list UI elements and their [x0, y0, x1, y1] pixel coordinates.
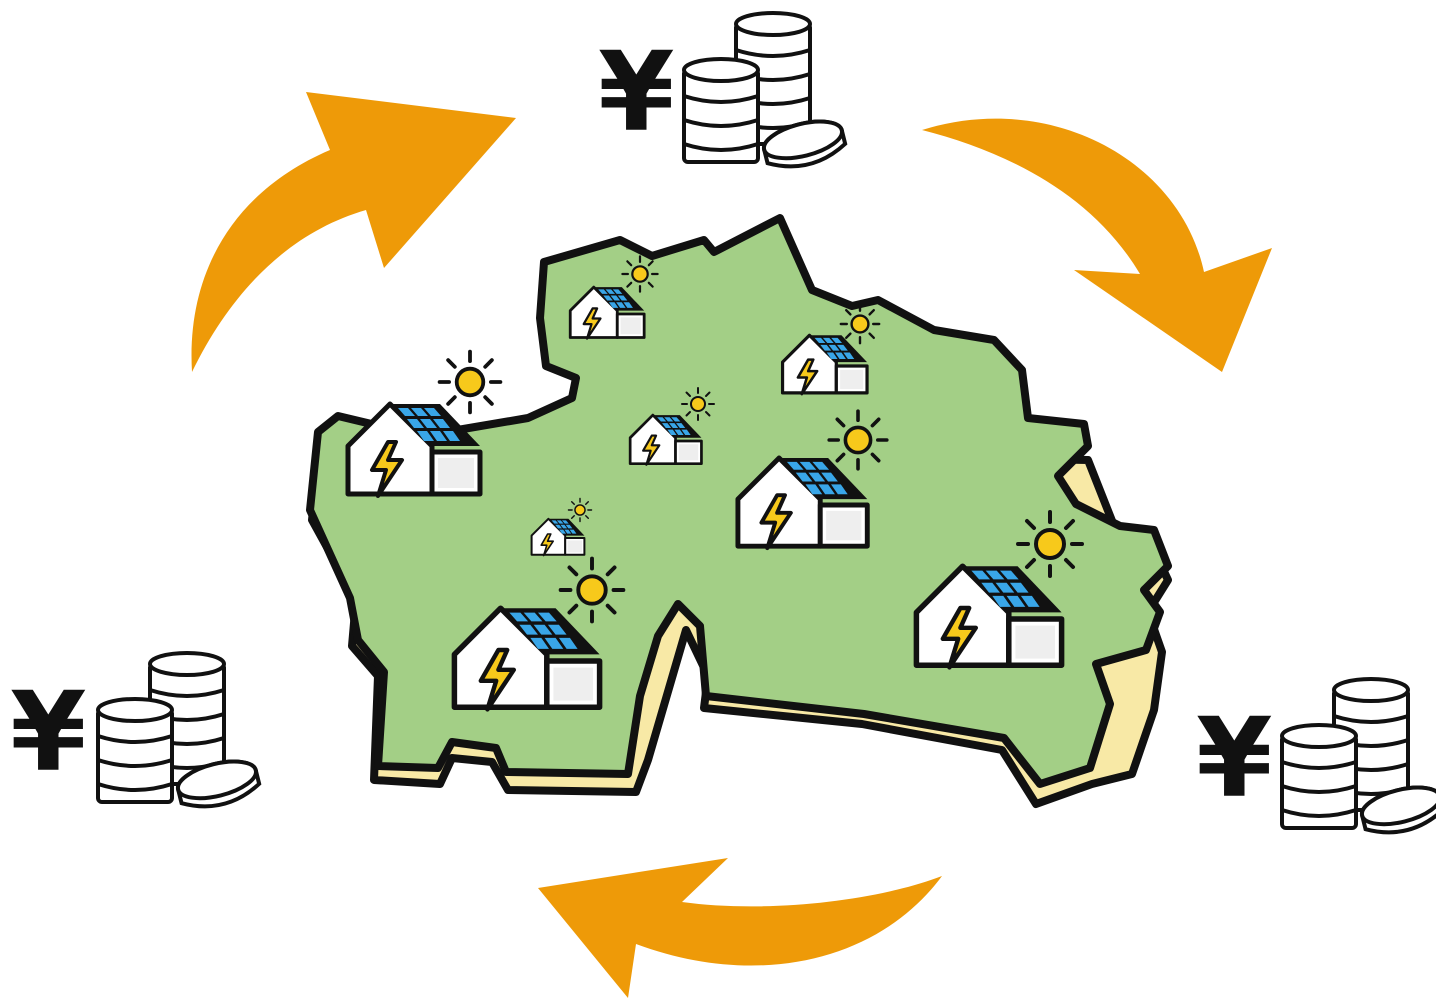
coin-stack-icon [1280, 677, 1436, 842]
arrow-top-right [922, 118, 1272, 372]
yen-symbol-left: ¥ [10, 668, 87, 796]
coin-stack-icon [96, 651, 264, 816]
yen-symbol-top: ¥ [598, 28, 675, 156]
circular-arrows [191, 92, 1272, 998]
yen-symbol-right: ¥ [1196, 694, 1273, 822]
arrow-top-left [191, 92, 516, 372]
coin-stack-icon [682, 11, 850, 176]
arrow-bottom [538, 858, 942, 998]
coin-group-top: ¥ [598, 11, 850, 176]
coin-group-right: ¥ [1196, 677, 1436, 842]
coin-group-left: ¥ [10, 651, 264, 816]
